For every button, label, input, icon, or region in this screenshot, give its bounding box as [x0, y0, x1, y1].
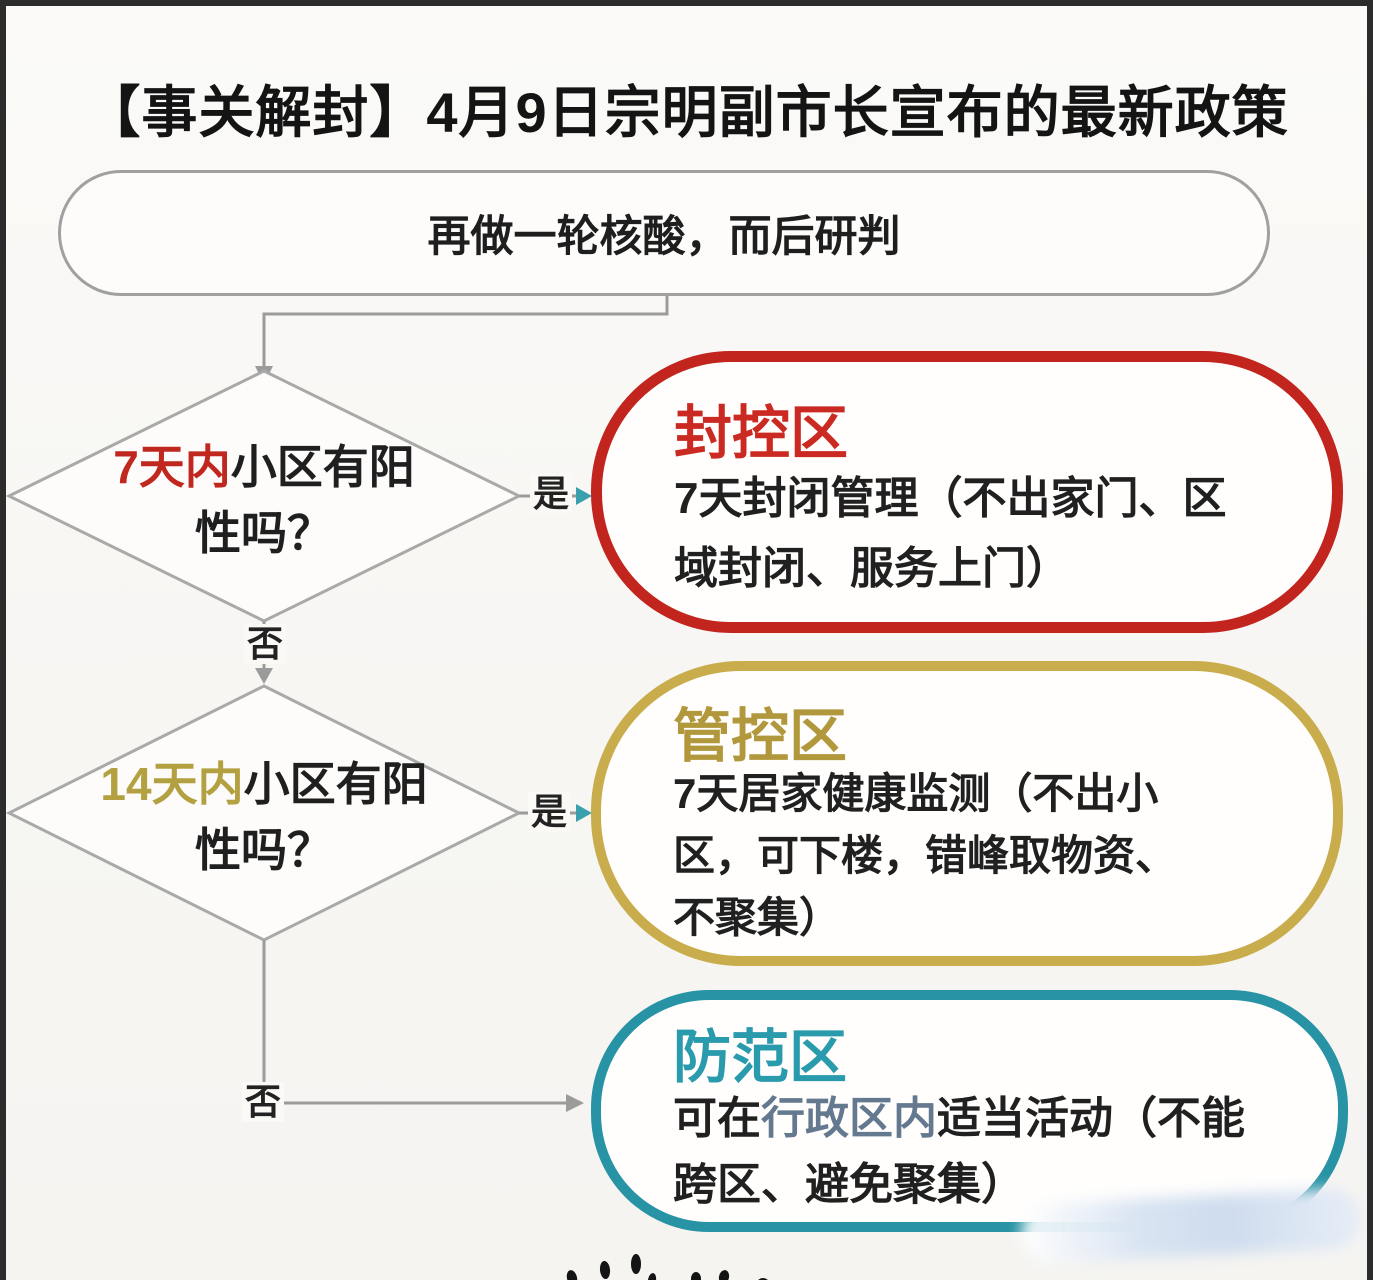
- outcome-control-body: 7天居家健康监测（不出小区，可下楼，错峰取物资、不聚集）: [673, 770, 1178, 941]
- edge-no-2: [262, 940, 566, 1105]
- edge-label-no-2: 否: [242, 1082, 285, 1122]
- arrowhead-right-1: [566, 1094, 584, 1112]
- decision-1-label: 7天内小区有阳性吗？: [99, 434, 429, 566]
- outcome-precaution-title: 防范区: [673, 1025, 848, 1090]
- arrowhead-down-2: [255, 668, 273, 684]
- decision-2-label: 14天内小区有阳性吗？: [94, 751, 434, 883]
- edge-label-no-1: 否: [244, 624, 287, 664]
- decision-2-rest: 小区有阳性吗？: [195, 758, 428, 876]
- edge-label-yes-2: 是: [528, 792, 571, 832]
- edge-label-yes-1: 是: [530, 474, 573, 514]
- decision-1-rest: 小区有阳性吗？: [195, 441, 415, 559]
- outcome-box-control: 管控区 7天居家健康监测（不出小区，可下楼，错峰取物资、不聚集）: [591, 661, 1343, 966]
- start-node: 再做一轮核酸，而后研判: [58, 170, 1270, 296]
- outcome-control-title: 管控区: [673, 704, 848, 769]
- start-node-label: 再做一轮核酸，而后研判: [427, 213, 901, 261]
- outcome-lockdown-title: 封控区: [674, 401, 849, 466]
- decision-2-highlight: 14天内: [100, 758, 244, 810]
- edge-start-to-decision1: [262, 296, 669, 368]
- page-title: 【事关解封】4月9日宗明副市长宣布的最新政策: [84, 81, 1289, 144]
- arrowhead-down-1: [255, 366, 273, 384]
- outcome-precaution-body-highlight: 行政区内: [761, 1094, 937, 1143]
- outcome-precaution-body-rest: 适当活动（不能跨区、避免聚集）: [673, 1094, 1245, 1209]
- outcome-lockdown-body: 7天封闭管理（不出家门、区域封闭、服务上门）: [674, 474, 1227, 593]
- outcome-box-precaution: 防范区 可在行政区内适当活动（不能跨区、避免聚集）: [591, 990, 1348, 1232]
- decision-1-highlight: 7天内: [113, 441, 231, 493]
- cutoff-marks: [566, 1254, 768, 1280]
- arrowhead-teal-1: [576, 487, 592, 505]
- outcome-box-lockdown: 封控区 7天封闭管理（不出家门、区域封闭、服务上门）: [591, 351, 1343, 633]
- outcome-precaution-body: 可在行政区内适当活动（不能跨区、避免聚集）: [673, 1086, 1273, 1218]
- outcome-precaution-body-prefix: 可在: [673, 1094, 761, 1143]
- arrowhead-teal-2: [576, 804, 592, 822]
